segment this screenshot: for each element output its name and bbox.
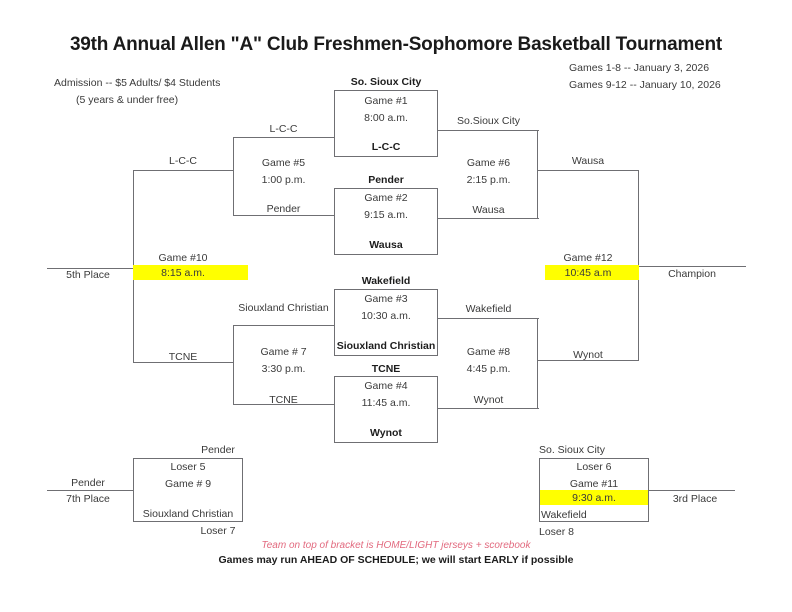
game-9-box [133,458,243,522]
game-9-bottom-seed: Loser 7 [200,525,236,537]
game-8-spine [537,318,539,409]
champion-line [638,266,746,268]
game-3-label: Game #3 [364,293,408,305]
dates-line-2: Games 9-12 -- January 10, 2026 [569,79,721,91]
game-10-top-team: L-C-C [169,155,197,167]
game-8-bottom-team: Wynot [473,394,504,406]
game-10-time: 8:15 a.m. [161,267,205,279]
game-10-bottom-connector [133,362,233,364]
game-7-bottom-connector [233,404,334,406]
game-1-bottom-team: L-C-C [371,141,401,153]
game-2-bottom-team: Wausa [369,239,403,251]
game-1-top-team: So. Sioux City [350,76,422,88]
seventh-place-line [47,490,133,492]
game-1-label: Game #1 [364,95,408,107]
game-9-top-seed: Pender [201,444,235,456]
game-5-top-team: L-C-C [269,123,298,135]
game-12-bottom-team: Wynot [573,349,603,361]
game-2-top-team: Pender [368,174,404,186]
game-6-bottom-team: Wausa [472,204,505,216]
game-7-label: Game # 7 [260,346,307,358]
game-11-time: 9:30 a.m. [572,492,616,504]
game-9-bottom-entry: Siouxland Christian [142,508,234,520]
game-5-bottom-connector [233,215,334,217]
page-title: 39th Annual Allen "A" Club Freshmen-Soph… [69,34,723,55]
game-8-top-connector [438,318,539,320]
game-11-bottom-entry: Wakefield [541,509,587,521]
game-10-bottom-team: TCNE [168,351,198,363]
game-7-bottom-team: TCNE [269,394,298,406]
admission-line-2: (5 years & under free) [76,94,179,106]
game-2-label: Game #2 [364,192,408,204]
game-12-top-connector [537,170,639,172]
footer-note-schedule: Games may run AHEAD OF SCHEDULE; we will… [218,554,574,566]
game-7-top-connector [233,325,334,327]
game-12-label: Game #12 [563,252,613,264]
game-9-top-entry: Loser 5 [170,461,206,473]
game-6-spine [537,130,539,219]
third-place-line [649,490,735,492]
game-9-label: Game # 9 [164,478,212,490]
game-12-time-highlight [545,265,639,280]
game-10-label: Game #10 [158,252,208,264]
game-11-top-seed: So. Sioux City [539,444,605,456]
game-5-top-connector [233,137,334,139]
game-4-label: Game #4 [364,380,408,392]
game-5-time: 1:00 p.m. [261,174,306,186]
footer-note-jerseys: Team on top of bracket is HOME/LIGHT jer… [261,540,531,551]
game-11-label: Game #11 [569,478,619,490]
game-7-time: 3:30 p.m. [261,363,306,375]
game-10-top-connector [133,170,233,172]
game-5-label: Game #5 [261,157,306,169]
game-5-spine [233,137,235,216]
game-6-bottom-connector [438,218,539,220]
game-8-bottom-connector [438,408,539,410]
game-11-time-highlight [540,490,648,505]
game-12-time: 10:45 a.m [564,267,612,279]
game-4-box [334,376,438,443]
game-2-time: 9:15 a.m. [364,209,408,221]
game-7-top-team: Siouxland Christian [238,302,329,314]
game-7-spine [233,325,235,405]
game-11-box [539,458,649,522]
game-8-time: 4:45 p.m. [466,363,511,375]
game-10-outcome-place: 5th Place [66,269,110,281]
game-10-time-highlight [133,265,248,280]
game-6-top-team: So.Sioux City [456,115,521,127]
game-9-outcome-team: Pender [71,477,105,489]
game-6-label: Game #6 [466,157,511,169]
game-11-outcome-place: 3rd Place [672,493,718,505]
game-2-box [334,188,438,255]
game-1-time: 8:00 a.m. [364,112,408,124]
game-3-time: 10:30 a.m. [361,310,411,322]
game-1-box [334,90,438,157]
game-6-time: 2:15 p.m. [466,174,511,186]
fifth-place-line [47,268,133,270]
game-11-bottom-seed: Loser 8 [539,526,575,538]
game-8-top-team: Wakefield [465,303,512,315]
game-12-outcome-place: Champion [668,268,716,280]
game-6-top-connector [438,130,539,132]
game-5-bottom-team: Pender [266,203,301,215]
game-3-box [334,289,438,356]
admission-line-1: Admission -- $5 Adults/ $4 Students [54,77,221,89]
game-12-top-team: Wausa [571,155,605,167]
game-3-top-team: Wakefield [361,275,411,287]
dates-line-1: Games 1-8 -- January 3, 2026 [569,62,710,74]
game-3-bottom-team: Siouxland Christian [336,340,436,352]
game-4-top-team: TCNE [371,363,401,375]
game-4-time: 11:45 a.m. [361,397,411,409]
game-11-top-entry: Loser 6 [576,461,612,473]
game-8-label: Game #8 [466,346,511,358]
game-12-bottom-connector [537,360,639,362]
game-4-bottom-team: Wynot [370,427,402,439]
game-9-outcome-place: 7th Place [66,493,110,505]
